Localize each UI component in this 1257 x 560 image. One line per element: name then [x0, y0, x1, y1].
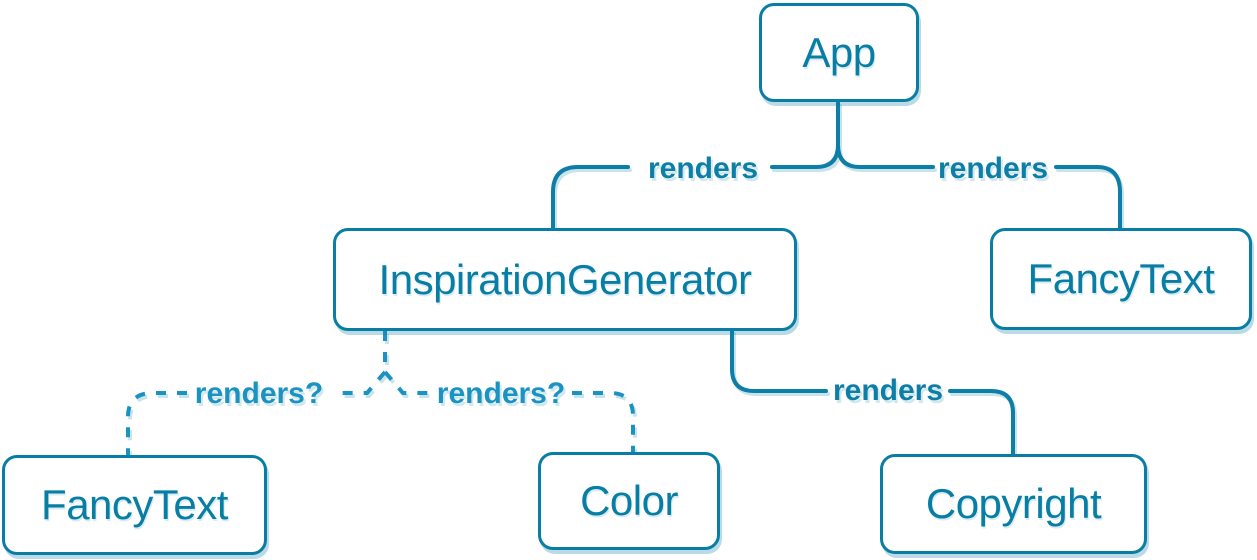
- node-fancy-text-top: FancyText: [990, 228, 1252, 330]
- edge-inspirationgenerator-color-dashed: [383, 370, 635, 452]
- node-fancy-text-bottom: FancyText: [2, 455, 267, 555]
- node-app-label: App: [802, 28, 876, 76]
- edge-label-app-fancytext: renders: [937, 152, 1049, 185]
- node-copyright-label: Copyright: [925, 480, 1102, 527]
- edge-app-fancytext: [836, 143, 1122, 230]
- edge-label-inspirationgenerator-fancytext: renders?: [194, 377, 324, 410]
- node-fancy-text-top-label: FancyText: [1027, 255, 1215, 302]
- edge-label-inspirationgenerator-color: renders?: [436, 377, 566, 410]
- node-app: App: [759, 3, 919, 102]
- node-color-label: Color: [580, 477, 678, 524]
- node-inspiration-generator: InspirationGenerator: [333, 228, 797, 331]
- node-color: Color: [538, 452, 720, 550]
- edge-label-inspirationgenerator-copyright: renders: [832, 374, 944, 407]
- edge-inspirationgenerator-fancytext-dashed: [126, 370, 387, 455]
- node-copyright: Copyright: [880, 454, 1147, 554]
- edge-inspirationgenerator-copyright: [730, 329, 1015, 456]
- node-inspiration-generator-label: InspirationGenerator: [378, 255, 752, 303]
- edge-label-app-inspirationgenerator: renders: [647, 152, 759, 185]
- node-fancy-text-bottom-label: FancyText: [41, 481, 228, 528]
